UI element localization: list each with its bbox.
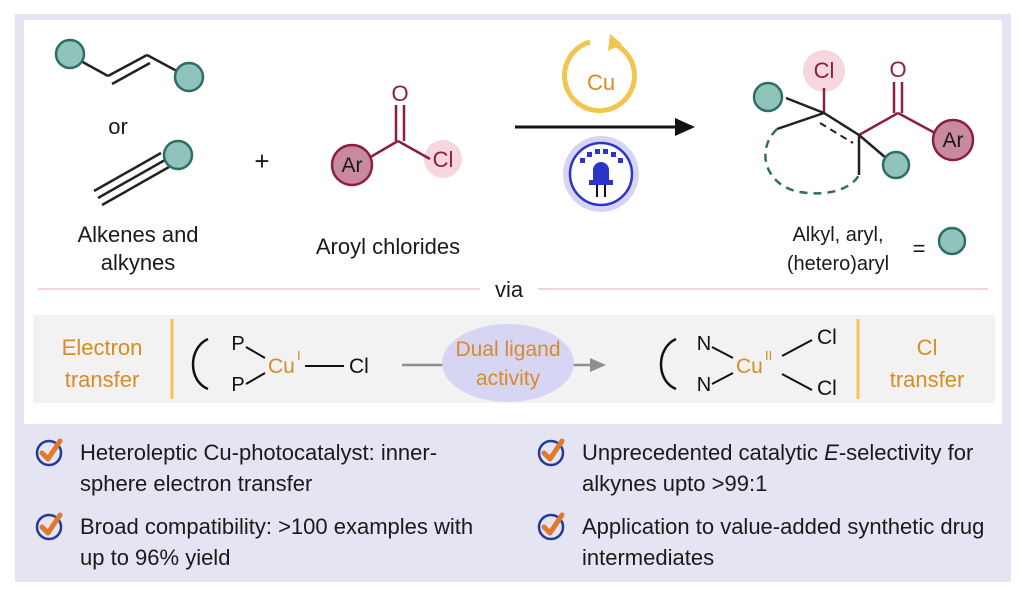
substituent-circle bbox=[162, 139, 194, 171]
cl-transfer-line2: transfer bbox=[890, 367, 965, 392]
copper-label-left: Cu bbox=[268, 355, 295, 378]
substituent-legend-line2: (hetero)aryl bbox=[787, 253, 889, 275]
cu-i-diphosphine-complex: P P Cu I Cl bbox=[191, 333, 369, 396]
bullet-text-before: Unprecedented catalytic bbox=[582, 440, 825, 465]
electron-transfer-line2: transfer bbox=[65, 367, 140, 392]
cu-ii-diimine-complex: N N Cu II Cl Cl bbox=[659, 326, 837, 400]
alkene-alkyne-label-line1: Alkenes and bbox=[77, 222, 198, 247]
bullet-text-after: -selectivity for alkynes upto >99:1 bbox=[582, 440, 974, 496]
led-light-icon bbox=[563, 136, 639, 212]
dual-ligand-line1: Dual ligand bbox=[455, 338, 560, 361]
ar-label: Ar bbox=[342, 154, 363, 177]
dual-ligand-bubble bbox=[442, 324, 574, 402]
chloride-label-upper: Cl bbox=[817, 326, 837, 349]
aryl-circle bbox=[931, 118, 975, 162]
checkmark-icon bbox=[35, 512, 63, 541]
product-chlorine-label: Cl bbox=[814, 58, 835, 83]
bullet-item: Heteroleptic Cu-photocatalyst: inner-sph… bbox=[34, 437, 485, 499]
copper-label-right: Cu bbox=[736, 355, 763, 378]
electron-transfer-line1: Electron bbox=[62, 335, 143, 360]
substituent-circle bbox=[881, 150, 911, 180]
chloride-label-left: Cl bbox=[349, 355, 369, 378]
cl-transfer-line1: Cl bbox=[917, 335, 938, 360]
bullet-text: Broad compatibility: >100 examples with … bbox=[80, 514, 474, 570]
alkene-alkyne-label-line2: alkynes bbox=[101, 250, 176, 275]
bullet-text: Heteroleptic Cu-photocatalyst: inner-sph… bbox=[80, 440, 438, 496]
cu-catalyst-label: Cu bbox=[587, 70, 615, 95]
substituent-legend-line1: Alkyl, aryl, bbox=[792, 224, 883, 246]
cu-catalytic-cycle: Cu bbox=[562, 34, 637, 114]
plus-sign: + bbox=[254, 146, 269, 176]
legend-equals-sign: = bbox=[913, 236, 926, 261]
copper-oxidation-state-right: II bbox=[765, 348, 772, 363]
bullet-item: Broad compatibility: >100 examples with … bbox=[34, 511, 485, 573]
chloride-label-lower: Cl bbox=[817, 377, 837, 400]
checkmark-icon bbox=[35, 438, 63, 467]
nitrogen-label-bottom: N bbox=[697, 374, 711, 396]
phosphorus-label-bottom: P bbox=[231, 374, 244, 396]
nitrogen-label-top: N bbox=[697, 333, 711, 355]
phosphorus-label-top: P bbox=[231, 333, 244, 355]
checkmark-icon bbox=[537, 512, 565, 541]
bullet-item: Application to value-added synthetic dru… bbox=[536, 511, 987, 573]
via-label: via bbox=[495, 277, 524, 302]
product-oxygen-label: O bbox=[889, 57, 906, 82]
alkene-structure bbox=[54, 38, 205, 93]
aroyl-chloride-structure: Ar O Cl bbox=[330, 81, 462, 187]
substituent-circle bbox=[173, 61, 205, 93]
reaction-scheme: or Alkenes and alkynes + Ar O Cl Aroyl c… bbox=[33, 34, 995, 403]
ligand-arrow-head bbox=[590, 358, 606, 372]
aryl-circle bbox=[330, 143, 374, 187]
oxygen-label: O bbox=[391, 81, 408, 106]
alkyne-structure bbox=[93, 139, 194, 207]
legend-substituent-circle bbox=[937, 226, 967, 256]
chlorine-label: Cl bbox=[433, 147, 454, 172]
dual-ligand-line2: activity bbox=[476, 367, 541, 390]
substituent-circle bbox=[752, 81, 784, 113]
reaction-arrow bbox=[515, 118, 695, 136]
product-structure: Cl O Ar bbox=[752, 50, 975, 195]
substituent-circle bbox=[54, 38, 86, 70]
copper-oxidation-state-left: I bbox=[297, 348, 301, 363]
bullet-text-italic: E bbox=[824, 440, 839, 465]
ring-tether-dashed bbox=[764, 128, 861, 195]
product-ar-label: Ar bbox=[943, 129, 964, 152]
chlorine-highlight bbox=[424, 140, 462, 178]
or-label: or bbox=[108, 114, 128, 139]
bullet-text: Unprecedented catalytic E-selectivity fo… bbox=[582, 437, 987, 499]
checkmark-icon bbox=[537, 438, 565, 467]
chlorine-highlight bbox=[803, 50, 845, 92]
aroyl-chlorides-label: Aroyl chlorides bbox=[316, 234, 460, 259]
bullet-item: Unprecedented catalytic E-selectivity fo… bbox=[536, 437, 987, 499]
bullet-text: Application to value-added synthetic dru… bbox=[582, 514, 985, 570]
